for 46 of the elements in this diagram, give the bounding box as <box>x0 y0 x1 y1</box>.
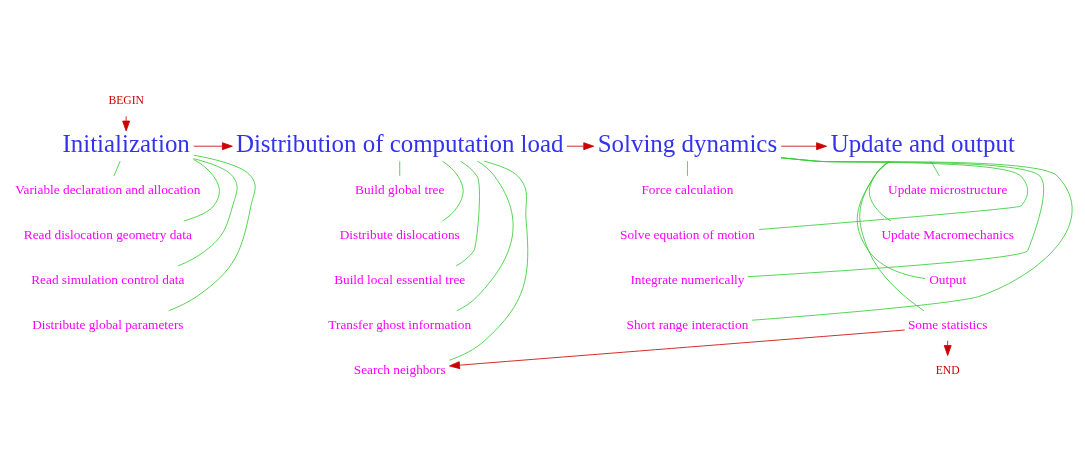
node-text: Distribute global parameters <box>32 316 184 332</box>
node-text: Distribute dislocations <box>339 227 460 243</box>
node-text: Read dislocation geometry data <box>23 227 192 243</box>
node-text: Some statistics <box>907 316 988 332</box>
node-text: Read simulation control data <box>31 272 185 288</box>
node-text: Distribution of computation load <box>235 130 564 158</box>
arrow <box>122 115 131 132</box>
connector <box>930 160 940 177</box>
arrow <box>449 329 906 370</box>
arrow <box>193 142 233 151</box>
connector <box>113 160 121 177</box>
connector <box>456 160 514 312</box>
connector <box>687 160 688 177</box>
node-text: Initialization <box>62 130 190 158</box>
connector <box>747 157 1044 278</box>
connector <box>168 154 256 312</box>
arrow <box>780 142 827 151</box>
connector <box>183 159 220 222</box>
connector <box>856 160 926 279</box>
node-text: Search neighbors <box>353 361 446 377</box>
connector <box>455 160 480 267</box>
node-text: END <box>935 363 960 377</box>
connector <box>758 157 1029 230</box>
node-text: Output <box>929 272 967 288</box>
connector <box>859 160 925 312</box>
node-text: Integrate numerically <box>630 272 745 288</box>
connector <box>448 160 529 361</box>
node-text: BEGIN <box>108 94 144 108</box>
connector <box>177 158 238 267</box>
connector <box>399 160 401 177</box>
arrow <box>943 340 952 356</box>
connector <box>442 160 464 222</box>
node-text: Update Macromechanics <box>881 227 1014 243</box>
node-text: Solving dynamics <box>597 130 778 158</box>
node-text: Solve equation of motion <box>620 227 755 243</box>
node-text: Build global tree <box>355 182 445 198</box>
node-text: Variable declaration and allocation <box>15 182 201 198</box>
node-text: Force calculation <box>641 182 734 198</box>
node-text: Update and output <box>830 130 1015 158</box>
node-text: Update microstructure <box>888 182 1008 198</box>
connector <box>868 160 892 222</box>
connector <box>751 157 1073 321</box>
arrow <box>566 142 595 151</box>
node-text: Build local essential tree <box>334 272 466 288</box>
node-text: Transfer ghost information <box>328 316 472 332</box>
node-text: Short range interaction <box>626 316 749 332</box>
